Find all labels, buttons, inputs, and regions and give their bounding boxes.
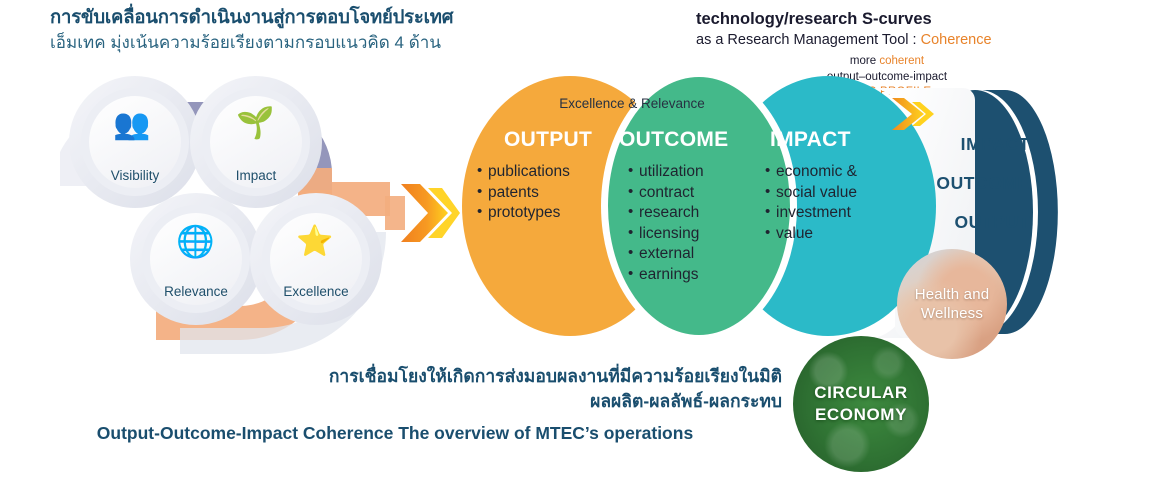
- page-subtitle: เอ็มเทค มุ่งเน้นความร้อยเรียงตามกรอบแนวค…: [50, 33, 441, 52]
- node-ring-visibility: [69, 76, 201, 208]
- four-pillar-cluster: 👥 🌱 🌐 ⭐ Visibility Impact Relevance Exce…: [60, 72, 460, 354]
- arrow-tail: [385, 196, 405, 230]
- scurve-subtitle: as a Research Management Tool : Coherenc…: [696, 30, 1026, 51]
- globe-network-icon: 🌐: [176, 224, 215, 260]
- page-title: การขับเคลื่อนการดำเนินงานสู่การตอบโจทย์ป…: [50, 6, 454, 27]
- small-chevron-arrow-2: [912, 102, 934, 126]
- list-item: contract: [628, 182, 740, 204]
- list-item: prototypes: [477, 202, 607, 224]
- list-item: licensing: [628, 223, 740, 245]
- circular-economy-line1: CIRCULAR: [814, 383, 908, 402]
- stack-item-outcome: OUTCOME: [936, 173, 1030, 193]
- scurve-title: technology/research S-curves: [696, 10, 932, 28]
- list-item: investment: [765, 202, 893, 224]
- chevron-arrow-1: [401, 184, 448, 242]
- scurve-subtitle-text: as a Research Management Tool :: [696, 32, 921, 48]
- page-title-block: การขับเคลื่อนการดำเนินงานสู่การตอบโจทย์ป…: [50, 4, 670, 56]
- chevron-arrow-2: [428, 188, 460, 238]
- navy-accent-shape: [980, 90, 1058, 334]
- list-item: utilization: [628, 161, 740, 183]
- bottom-caption-block: การเชื่อมโยงให้เกิดการส่งมอบผลงานที่มีคว…: [0, 364, 790, 448]
- venn-heading-outcome: OUTCOME: [619, 128, 729, 151]
- list-item: publications: [477, 161, 607, 183]
- venn-heading-impact: IMPACT: [770, 128, 851, 151]
- impact-outcome-output-stack: IMPACT OUTCOME OUTPUT: [905, 125, 1030, 242]
- stack-item-output: OUTPUT: [954, 212, 1030, 232]
- list-item: patents: [477, 182, 607, 204]
- list-item-cont: social value: [765, 182, 893, 204]
- venn-heading-output: OUTPUT: [504, 128, 593, 151]
- circular-economy-circle: CIRCULAR ECONOMY: [793, 336, 929, 472]
- venn-list-impact: economic & social value investment value: [765, 161, 893, 245]
- gray-arc-bottom: [180, 232, 386, 354]
- circular-economy-caption: CIRCULAR ECONOMY: [814, 382, 908, 426]
- caption-line-3: Output-Outcome-Impact Coherence The over…: [96, 423, 694, 443]
- health-wellness-circle: Health and Wellness: [897, 249, 1007, 359]
- scurve-coherent-word: coherent: [879, 55, 925, 67]
- small-chevron-arrow: [892, 98, 924, 130]
- hand-star-icon: ⭐: [296, 224, 334, 259]
- list-item-cont: research: [628, 202, 740, 224]
- venn-overlap-label: Excellence & Relevance: [559, 96, 705, 111]
- stack-item-impact: IMPACT: [960, 134, 1030, 154]
- caption-line-2: ผลผลิต-ผลลัพธ์-ผลกระทบ: [590, 391, 782, 411]
- network-person-icon: 👥: [113, 107, 151, 142]
- caption-line-1: การเชื่อมโยงให้เกิดการส่งมอบผลงานที่มีคว…: [328, 366, 782, 386]
- health-wellness-caption: Health and Wellness: [915, 285, 990, 323]
- pillar-label-impact: Impact: [235, 168, 277, 183]
- pillar-label-excellence: Excellence: [283, 284, 349, 299]
- node-ring-impact: [190, 76, 322, 208]
- scurve-ooi-row: output–outcome-impact: [826, 70, 948, 83]
- node-ring-relevance: [130, 193, 262, 325]
- list-item-cont: earnings: [628, 264, 740, 286]
- scurve-more-text: more: [849, 55, 880, 67]
- pillar-label-visibility: Visibility: [110, 168, 160, 183]
- cluster-graphics: [60, 72, 460, 354]
- scurve-more-coherent-row: more coherent: [748, 54, 1026, 70]
- health-wellness-line1: Health and: [914, 286, 990, 303]
- list-item: economic &: [765, 161, 893, 183]
- circular-economy-line2: ECONOMY: [814, 405, 908, 424]
- list-item: external: [628, 243, 740, 265]
- list-item-cont: value: [765, 223, 893, 245]
- hand-plant-money-icon: 🌱: [236, 105, 275, 141]
- pillar-label-relevance: Relevance: [164, 284, 228, 299]
- health-wellness-line2: Wellness: [920, 305, 984, 322]
- scurve-coherence-word: Coherence: [920, 32, 992, 48]
- venn-list-output: publications patents prototypes: [477, 161, 607, 224]
- node-ring-excellence: [250, 193, 382, 325]
- venn-list-outcome: utilization contract research licensing …: [628, 161, 740, 286]
